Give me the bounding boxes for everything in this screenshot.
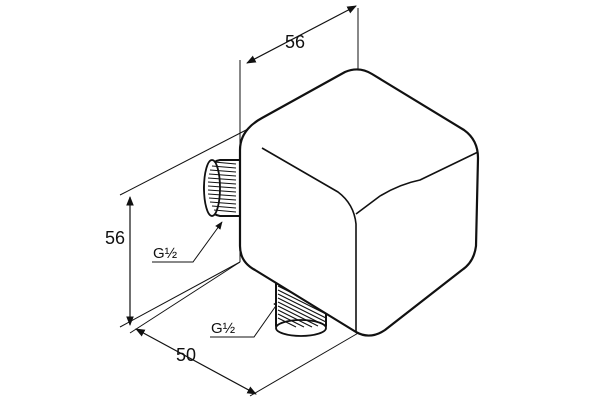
wall-elbow-body	[238, 68, 480, 337]
front-face-edge	[261, 147, 357, 332]
bottom-thread-label: G½	[211, 320, 236, 337]
top-face-edge	[355, 151, 479, 215]
rear-thread-connector	[202, 159, 240, 217]
thread-leaders	[152, 221, 281, 338]
height-label: 56	[105, 228, 125, 248]
depth-dimension-line	[246, 5, 357, 64]
rear-thread-label: G½	[153, 245, 178, 262]
depth-label: 56	[285, 32, 305, 52]
body-outline	[238, 68, 480, 337]
width-dimension-line	[135, 328, 257, 395]
width-label: 50	[176, 345, 196, 365]
dimension-lines	[126, 5, 357, 395]
